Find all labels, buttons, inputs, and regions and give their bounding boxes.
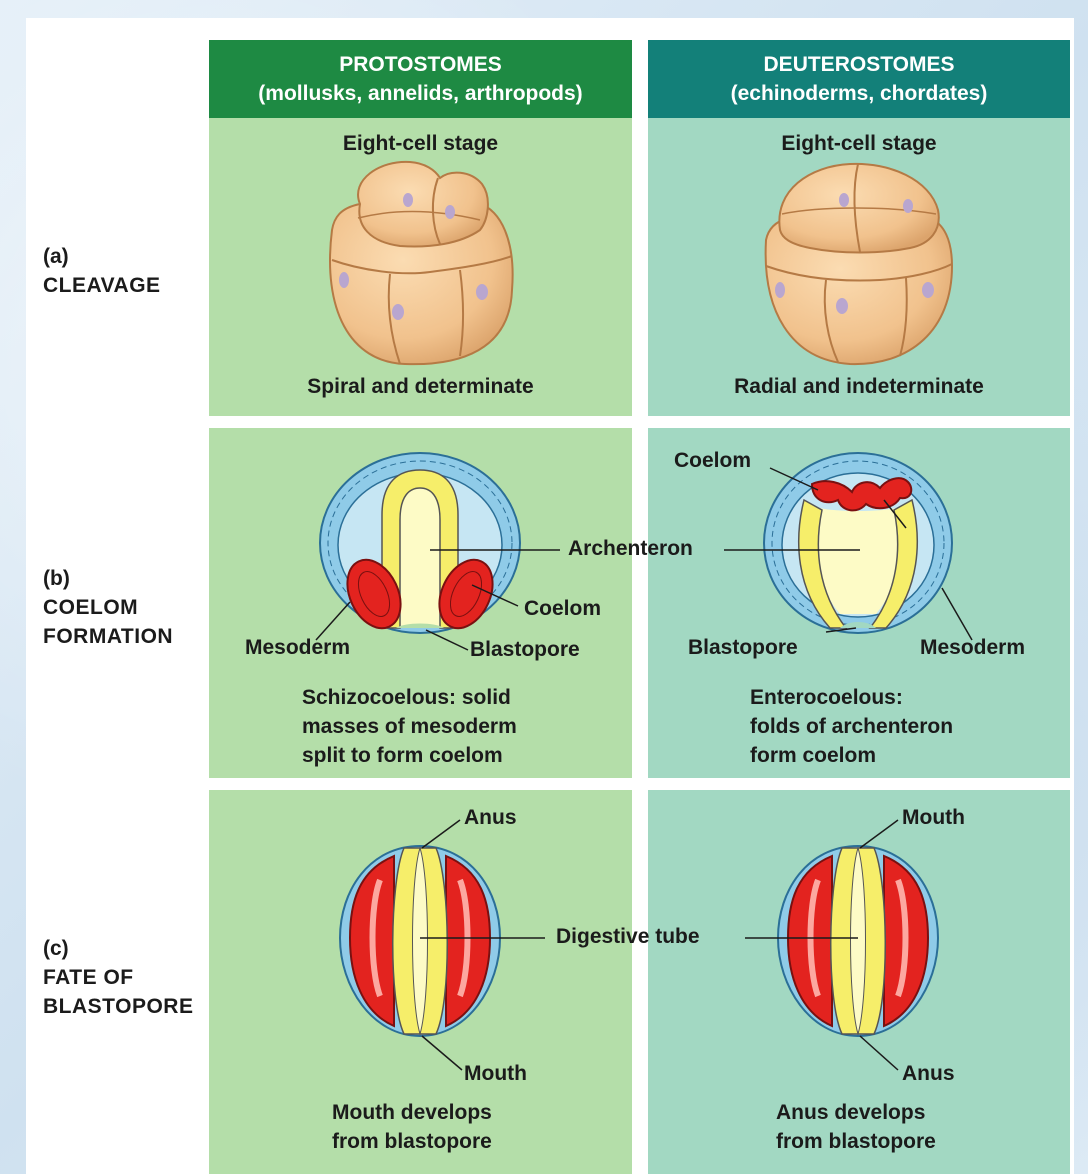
stage-label-deuterostome: Eight-cell stage: [648, 132, 1070, 156]
label-blastopore-protostome: Blastopore: [470, 638, 580, 662]
label-mesoderm-deuterostome: Mesoderm: [920, 636, 1025, 660]
label-top-opening-deuterostome: Mouth: [902, 806, 965, 830]
cleavage-caption-deuterostome: Radial and indeterminate: [648, 375, 1070, 399]
coelom-caption-deuterostome-line2: folds of archenteron: [750, 712, 953, 741]
coelom-caption-protostome-line3: split to form coelom: [302, 741, 517, 770]
tube-embryo-deuterostome: [778, 846, 938, 1036]
label-bottom-opening-deuterostome: Anus: [902, 1062, 955, 1086]
label-top-opening-protostome: Anus: [464, 806, 517, 830]
label-bottom-opening-protostome: Mouth: [464, 1062, 527, 1086]
blastopore-caption-deuterostome-line2: from blastopore: [776, 1127, 936, 1156]
cleavage-caption-protostome: Spiral and determinate: [209, 375, 632, 399]
gastrula-deuterostome: [764, 453, 952, 633]
gastrula-protostome: [320, 453, 520, 637]
eight-cell-embryo-deuterostome: [766, 164, 952, 364]
eight-cell-embryo-protostome: [330, 162, 513, 364]
label-digestive-tube: Digestive tube: [556, 925, 700, 949]
blastopore-caption-protostome-line2: from blastopore: [332, 1127, 492, 1156]
coelom-caption-protostome-line1: Schizocoelous: solid: [302, 683, 517, 712]
blastopore-caption-deuterostome: Anus develops from blastopore: [776, 1098, 936, 1156]
coelom-caption-protostome-line2: masses of mesoderm: [302, 712, 517, 741]
label-mesoderm-protostome: Mesoderm: [245, 636, 350, 660]
blastopore-caption-protostome: Mouth develops from blastopore: [332, 1098, 492, 1156]
tube-embryo-protostome: [340, 846, 500, 1036]
stage-label-protostome: Eight-cell stage: [209, 132, 632, 156]
label-blastopore-deuterostome: Blastopore: [688, 636, 798, 660]
coelom-caption-protostome: Schizocoelous: solid masses of mesoderm …: [302, 683, 517, 770]
coelom-caption-deuterostome-line1: Enterocoelous:: [750, 683, 953, 712]
label-coelom-protostome: Coelom: [524, 597, 601, 621]
blastopore-caption-deuterostome-line1: Anus develops: [776, 1098, 936, 1127]
coelom-caption-deuterostome: Enterocoelous: folds of archenteron form…: [750, 683, 953, 770]
coelom-caption-deuterostome-line3: form coelom: [750, 741, 953, 770]
label-coelom-deuterostome: Coelom: [674, 449, 751, 473]
label-archenteron: Archenteron: [568, 537, 693, 561]
blastopore-caption-protostome-line1: Mouth develops: [332, 1098, 492, 1127]
